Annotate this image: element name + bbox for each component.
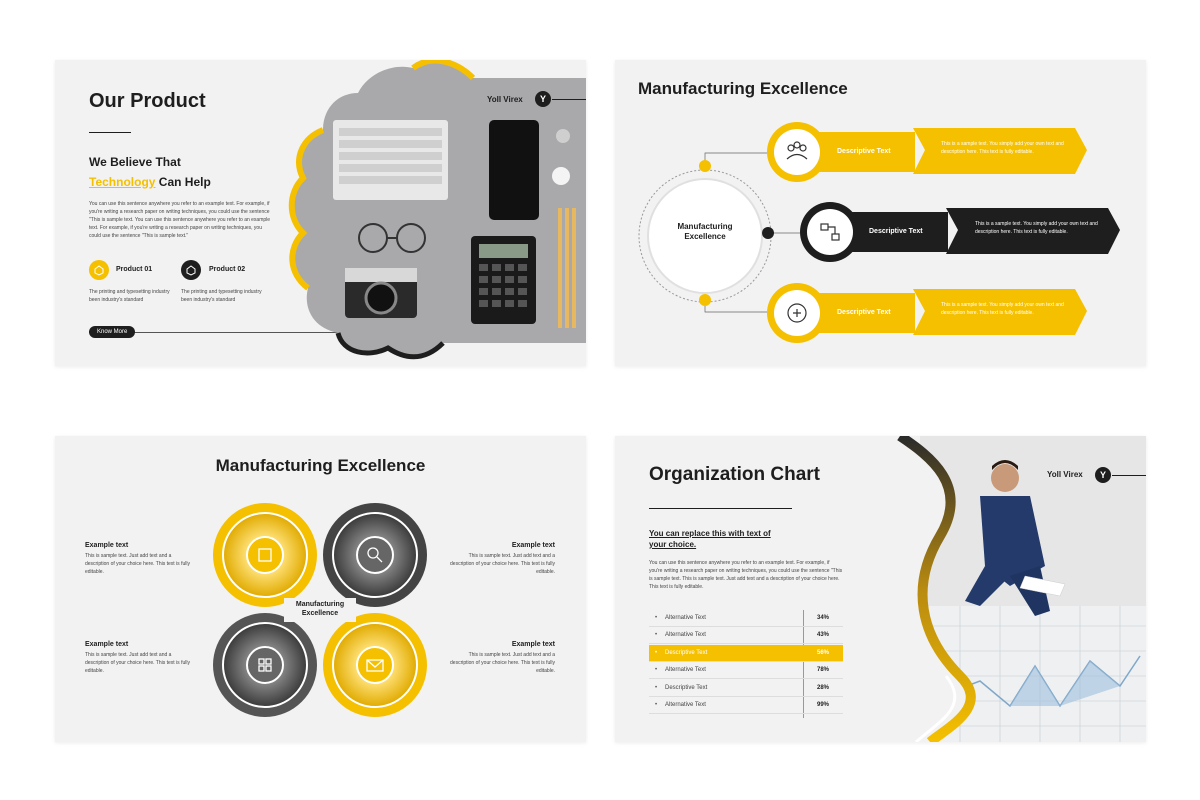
box-icon	[94, 265, 104, 276]
block1-text: This is sample text. Just add text and a…	[85, 553, 190, 575]
slide-title: Our Product	[89, 90, 206, 112]
brand-logo: Y	[535, 91, 551, 107]
body-text: You can use this sentence anywhere you r…	[649, 560, 843, 590]
product1-text: The printing and typesetting industry be…	[89, 289, 170, 303]
block2-text: This is sample text. Just add text and a…	[450, 553, 555, 575]
slide-our-product: Our Product We Believe That Technology C…	[55, 60, 586, 366]
subtitle-line1: We Believe That	[89, 155, 181, 169]
block2-title: Example text	[511, 542, 555, 549]
block3-text: This is sample text. Just add text and a…	[85, 652, 190, 674]
slide-title: Organization Chart	[649, 464, 821, 485]
cube-icon	[186, 265, 196, 276]
block4-title: Example text	[511, 641, 555, 648]
item3-text: This is a sample text. You simply add yo…	[941, 302, 1064, 316]
block1-title: Example text	[85, 542, 129, 549]
product2-text: The printing and typesetting industry be…	[181, 289, 262, 303]
item2-label: Descriptive Text	[869, 228, 923, 235]
brand-logo: Y	[1095, 467, 1111, 483]
block4-text: This is sample text. Just add text and a…	[450, 652, 555, 674]
slide-manufacturing-gears: Manufacturing Excellence Manufacturing E…	[55, 436, 586, 742]
title-divider	[649, 508, 792, 509]
title-divider	[89, 132, 131, 133]
slide-title: Manufacturing Excellence	[215, 456, 426, 475]
center-label: Manufacturing Excellence	[295, 601, 345, 617]
subtitle-rest: Can Help	[155, 175, 211, 189]
product1-badge	[89, 260, 109, 280]
item2-text: This is a sample text. You simply add yo…	[975, 221, 1098, 235]
subtitle-line2: Technology Can Help	[89, 175, 211, 189]
process-diagram	[638, 122, 1120, 343]
product-image	[288, 60, 586, 360]
subtitle: You can replace this with text of your c…	[649, 529, 771, 549]
slide-manufacturing-process: Manufacturing Excellence Ma	[615, 60, 1146, 366]
product2-title: Product 02	[209, 266, 246, 273]
block3-title: Example text	[85, 641, 129, 648]
slide-organization-chart: Organization Chart You can replace this …	[615, 436, 1146, 742]
brand-name: Yoll Virex	[487, 95, 523, 104]
product1-title: Product 01	[116, 266, 153, 273]
table-divider	[803, 610, 804, 718]
center-label: Manufacturing Excellence	[677, 222, 733, 241]
button-line	[89, 332, 349, 333]
subtitle-highlight: Technology	[89, 175, 156, 189]
brand-line	[1112, 475, 1146, 476]
body-text: You can use this sentence anywhere you r…	[89, 201, 271, 239]
know-more-button[interactable]: Know More	[89, 326, 136, 338]
brand-line	[552, 99, 586, 100]
item3-label: Descriptive Text	[837, 309, 891, 316]
item1-label: Descriptive Text	[837, 148, 891, 155]
brand-name: Yoll Virex	[1047, 470, 1083, 479]
item1-text: This is a sample text. You simply add yo…	[941, 141, 1064, 155]
product2-badge	[181, 260, 201, 280]
slide-title: Manufacturing Excellence	[638, 79, 848, 98]
gear-diagram	[213, 503, 427, 717]
businessman-photo	[860, 436, 1146, 742]
